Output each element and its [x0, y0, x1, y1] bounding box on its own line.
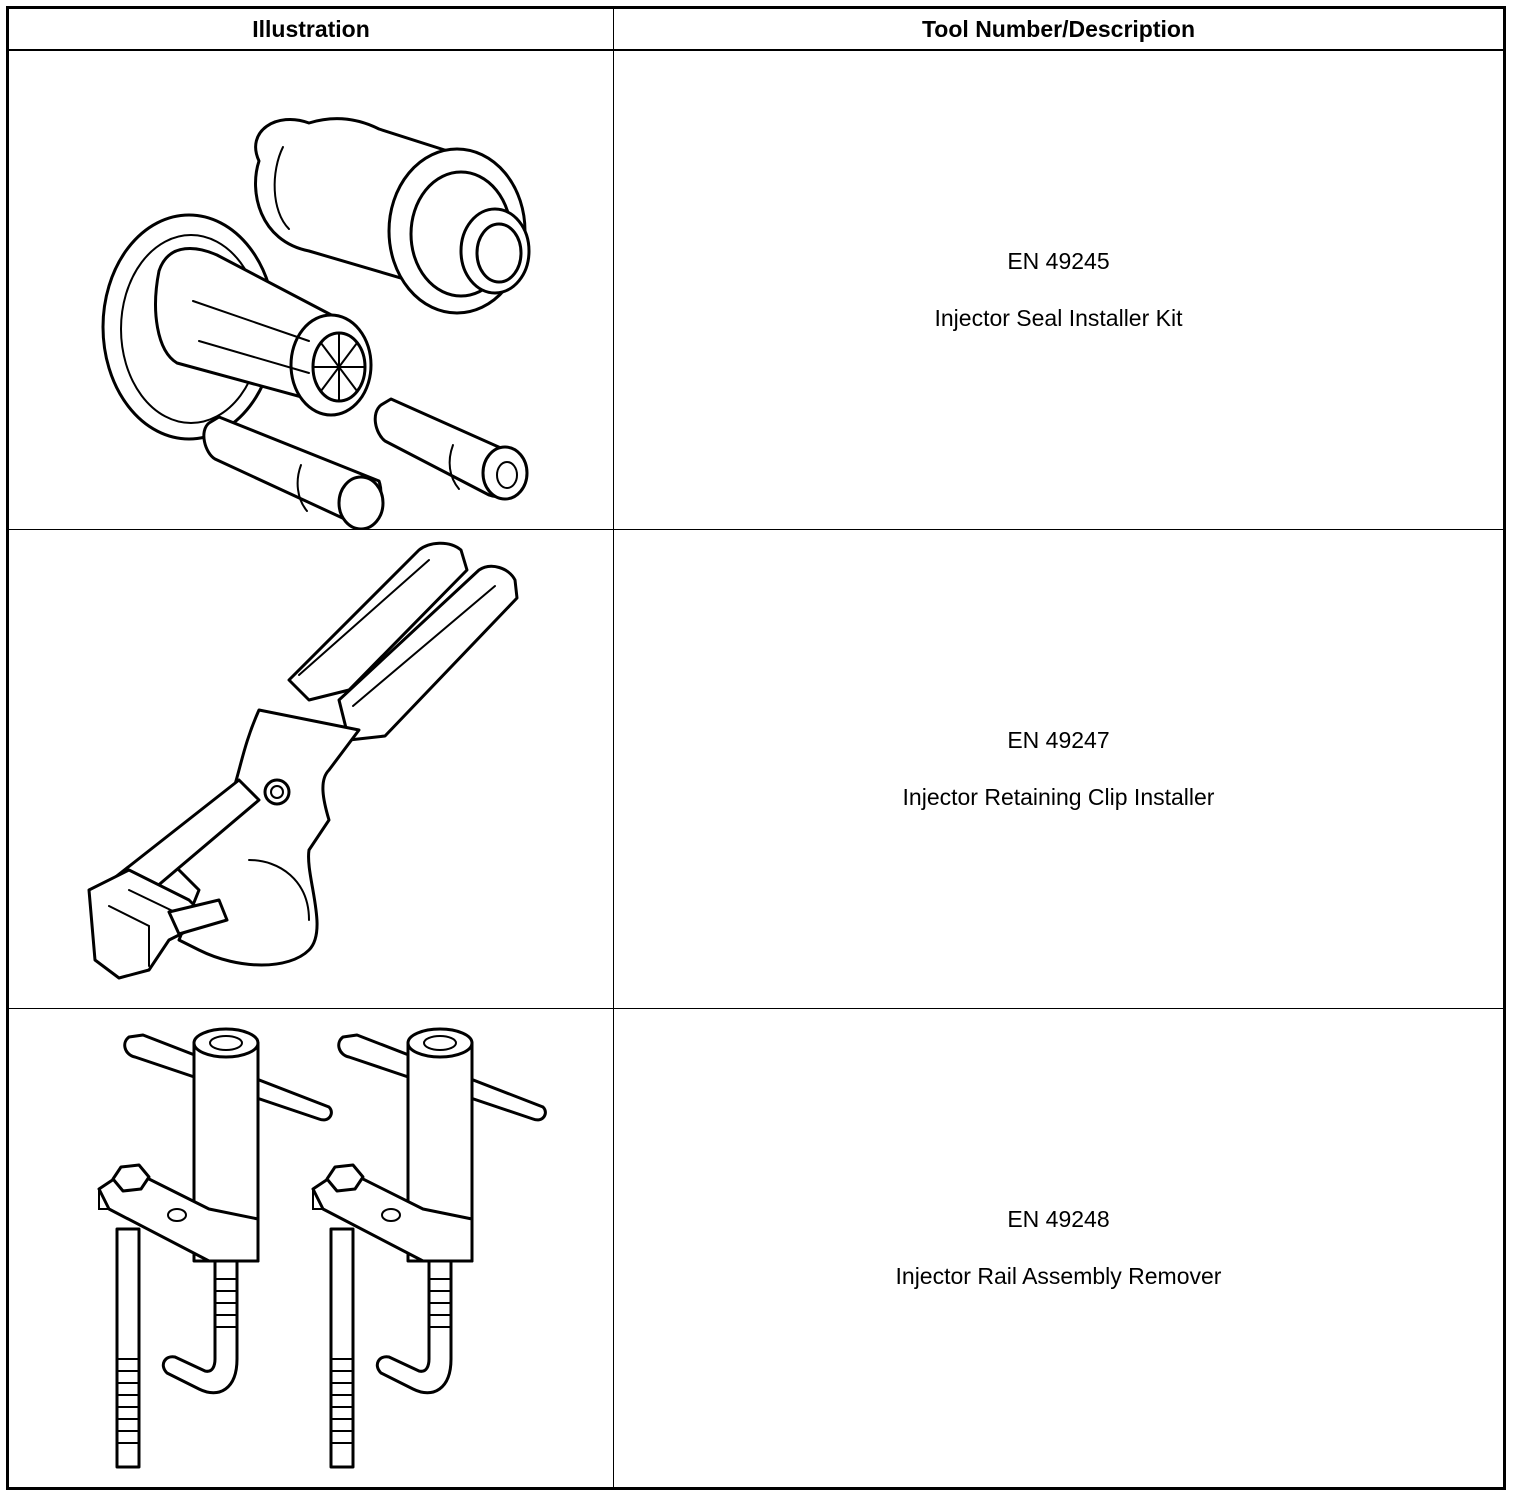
injector-rail-assembly-remover-illustration [97, 1027, 547, 1469]
illustration-cell [7, 529, 614, 1009]
table-header-row: Illustration Tool Number/Description [7, 7, 1505, 51]
tool-number: EN 49247 [1007, 727, 1110, 753]
injector-retaining-clip-installer-illustration [87, 541, 519, 980]
table-row: EN 49245 Injector Seal Installer Kit [7, 49, 1505, 530]
remover-tool-left [97, 1027, 333, 1469]
table-row: EN 49247 Injector Retaining Clip Install… [7, 529, 1505, 1009]
illustration-cell [7, 49, 614, 530]
description-cell: EN 49245 Injector Seal Installer Kit [613, 49, 1505, 530]
header-tool-number-description: Tool Number/Description [613, 7, 1505, 51]
special-tools-table: Illustration Tool Number/Description [6, 6, 1506, 1490]
tool-description: Injector Rail Assembly Remover [895, 1263, 1222, 1289]
description-cell: EN 49247 Injector Retaining Clip Install… [613, 529, 1505, 1009]
description-cell: EN 49248 Injector Rail Assembly Remover [613, 1008, 1505, 1489]
tool-description: Injector Seal Installer Kit [934, 305, 1183, 331]
illustration-cell [7, 1008, 614, 1489]
header-illustration: Illustration [7, 7, 614, 51]
injector-seal-installer-kit-illustration [101, 117, 531, 529]
table-row: EN 49248 Injector Rail Assembly Remover [7, 1008, 1505, 1489]
tool-number: EN 49245 [1007, 248, 1110, 274]
remover-tool-right [311, 1027, 547, 1469]
tool-description: Injector Retaining Clip Installer [902, 784, 1215, 810]
tool-number: EN 49248 [1007, 1206, 1110, 1232]
